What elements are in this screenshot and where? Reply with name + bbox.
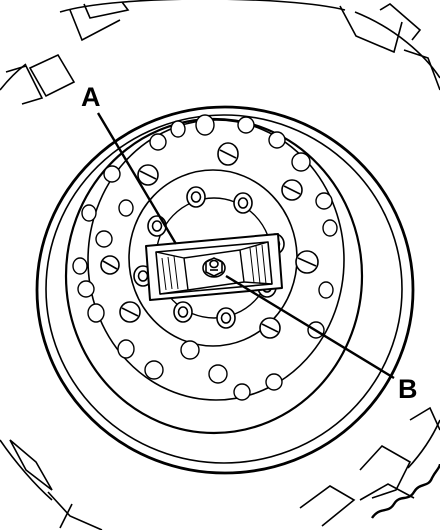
lug-hole bbox=[151, 220, 163, 232]
leader-line-a bbox=[96, 112, 178, 245]
center-bolt bbox=[202, 257, 226, 278]
vent-hole bbox=[315, 192, 333, 210]
vent-hole bbox=[77, 280, 95, 298]
vent-hole bbox=[322, 219, 338, 237]
vent-hole bbox=[208, 364, 228, 384]
slot-holes bbox=[100, 142, 319, 339]
tread-block bbox=[9, 439, 53, 491]
vent-hole bbox=[118, 199, 134, 217]
vent-holes bbox=[72, 114, 338, 401]
bracket-flange-left bbox=[155, 251, 189, 295]
tread-block bbox=[359, 483, 415, 501]
leader-line-b bbox=[225, 274, 395, 380]
vent-hole bbox=[170, 120, 186, 138]
tire-outer-right bbox=[407, 419, 440, 469]
vent-hole bbox=[72, 257, 88, 275]
tread-block bbox=[28, 53, 76, 98]
slot-mark bbox=[139, 170, 157, 180]
vent-hole bbox=[291, 152, 311, 172]
rim-inner-lip bbox=[64, 117, 364, 435]
tread-block bbox=[59, 503, 73, 529]
bolt-end bbox=[209, 259, 219, 269]
tread-block bbox=[339, 5, 403, 54]
lug-hole bbox=[220, 312, 232, 324]
tread-block bbox=[299, 485, 356, 527]
tire-outer-top bbox=[59, 0, 440, 79]
vent-hole bbox=[144, 360, 164, 380]
tread-block bbox=[379, 3, 422, 41]
lug-hole bbox=[237, 197, 249, 209]
vent-hole bbox=[233, 383, 251, 401]
vent-hole bbox=[81, 204, 97, 222]
vent-hole bbox=[318, 281, 334, 299]
leader-lines bbox=[96, 112, 395, 380]
rim-face bbox=[87, 119, 345, 401]
slot-mark bbox=[121, 307, 139, 317]
lug-hole bbox=[177, 306, 189, 318]
lug-hole bbox=[190, 191, 202, 203]
vent-hole bbox=[268, 131, 286, 149]
bracket-flange-right bbox=[239, 241, 273, 285]
vent-hole bbox=[180, 340, 200, 360]
break-line bbox=[371, 463, 440, 519]
vent-hole bbox=[87, 303, 105, 323]
vent-hole bbox=[265, 373, 283, 391]
tread-block bbox=[359, 444, 412, 499]
slot-mark bbox=[283, 185, 301, 195]
tread-block bbox=[409, 406, 440, 431]
vent-hole bbox=[103, 165, 121, 183]
tread-block bbox=[83, 1, 130, 19]
slot-mark bbox=[261, 323, 279, 333]
slot-mark bbox=[102, 260, 118, 270]
tire-outer-left bbox=[0, 63, 53, 501]
callout-label-a: A bbox=[81, 82, 101, 112]
vent-hole bbox=[195, 114, 215, 136]
rim-outer-edge bbox=[35, 105, 415, 475]
tread-block bbox=[69, 9, 121, 42]
bracket-shading bbox=[161, 244, 267, 291]
tread-block bbox=[5, 65, 44, 105]
slot-mark bbox=[297, 257, 317, 267]
vent-hole bbox=[95, 230, 113, 248]
tread-block bbox=[403, 49, 440, 91]
vent-hole bbox=[237, 116, 255, 134]
rim-outer-lip bbox=[45, 114, 403, 464]
tread-block bbox=[47, 491, 103, 530]
vent-hole bbox=[149, 133, 167, 151]
callout-label-b: B bbox=[398, 374, 418, 404]
lug-hole bbox=[137, 270, 149, 282]
vent-hole bbox=[117, 339, 135, 359]
slot-mark bbox=[219, 149, 237, 159]
bracket-channel bbox=[183, 249, 245, 291]
